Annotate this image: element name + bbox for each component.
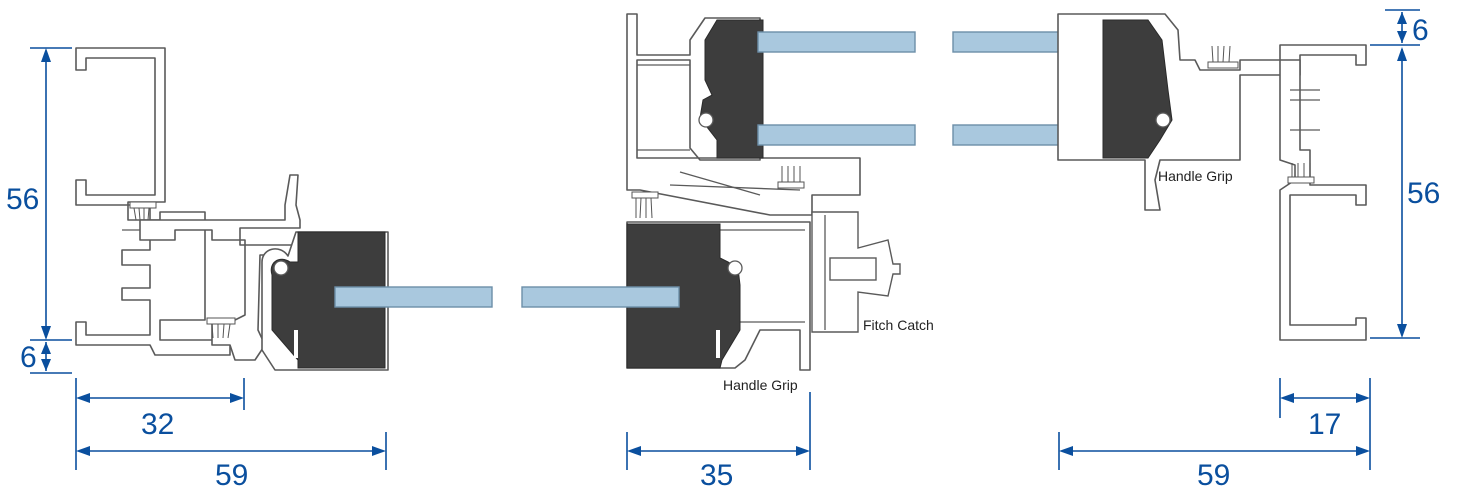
pile-carrier-right-bottom [1287,176,1315,184]
center-upper-gasket-lip [698,112,714,128]
left-glass-pane [334,286,493,308]
pile-brush-right-bottom [1291,163,1311,177]
pile-brush-center-right [781,166,801,182]
center-lower-gasket [626,223,741,369]
pile-brush-right-top [1211,45,1231,63]
center-lower-gasket-lip [727,260,743,276]
right-offset-label: 6 [1412,14,1429,47]
left-height-dimension [30,47,72,341]
left-outer-width-dimension [76,432,387,470]
left-inner-width-dimension [75,378,245,470]
center-width-dimension [626,392,811,470]
right-height-dimension [1370,47,1420,339]
left-outer-width-label: 59 [215,459,248,491]
handle-grip-right-label: Handle Grip [1158,168,1233,184]
left-gasket-lip [273,260,289,276]
right-gasket-lip [1155,112,1171,128]
center-lower-gasket-slot [716,330,720,358]
center-lower-glass-pane [521,286,680,308]
left-height-label: 56 [6,183,39,216]
pile-brush-center-left [635,197,653,219]
right-jamb-section [952,13,1367,341]
right-outer-width-label: 59 [1197,459,1230,491]
left-offset-dimension [30,342,72,374]
left-jamb-section [75,47,493,371]
pile-carrier-bottom-left [206,317,236,325]
center-meeting-rail-section [521,13,916,371]
right-inner-width-dimension [1279,378,1371,470]
center-upper-glass-top [757,31,916,53]
right-frame-profile [1279,59,1367,341]
fitch-catch-label: Fitch Catch [863,317,934,333]
left-gasket-slot [294,330,298,358]
pile-carrier-right-top [1207,61,1239,69]
right-height-label: 56 [1407,177,1440,210]
right-offset-dimension [1370,9,1420,46]
pile-brush-bottom-left [211,323,231,339]
left-inner-width-label: 32 [141,408,174,441]
pile-carrier-center-right [777,181,805,189]
handle-grip-center-label: Handle Grip [723,377,798,393]
left-offset-label: 6 [20,341,37,374]
right-inner-width-label: 17 [1308,408,1341,441]
pile-brush-top-left [133,207,150,221]
center-upper-glass-bottom [757,124,916,146]
left-glazing-gasket [270,231,386,369]
fitch-catch-cam [829,257,877,281]
pile-carrier-center-left [631,191,659,199]
right-outer-width-dimension [1058,432,1370,470]
pile-carrier-top-left [129,201,157,209]
center-width-label: 35 [700,459,733,491]
right-glazing-gasket [1102,19,1173,159]
